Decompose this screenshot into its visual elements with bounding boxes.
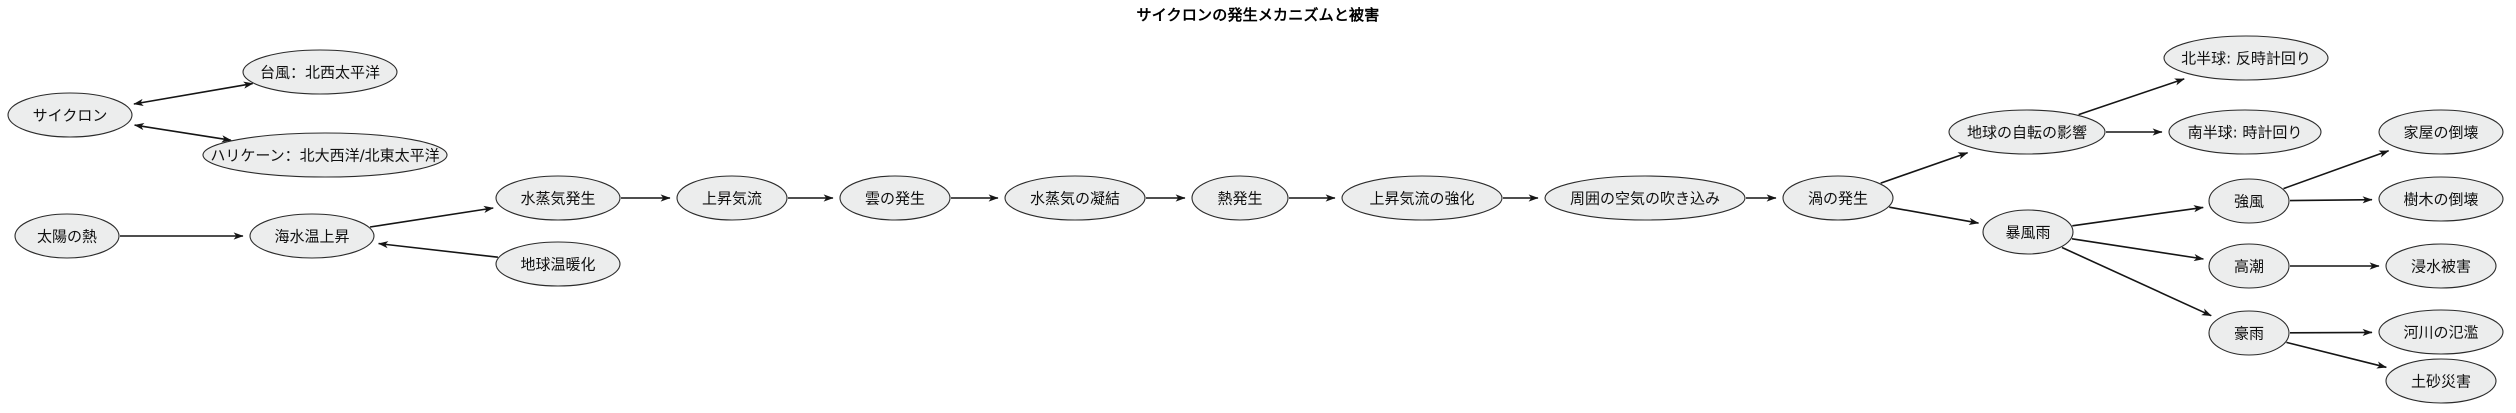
graph-node-updraft[interactable]: 上昇気流 — [676, 175, 788, 221]
graph-edge — [2061, 246, 2212, 317]
node-ellipse — [1982, 209, 2074, 255]
node-ellipse — [676, 175, 788, 221]
graph-node-sunheat[interactable]: 太陽の熱 — [14, 213, 120, 259]
graph-node-vortex[interactable]: 渦の発生 — [1782, 175, 1894, 221]
node-ellipse — [2208, 178, 2290, 224]
node-ellipse — [1004, 175, 1146, 221]
node-label: 雲の発生 — [865, 190, 925, 208]
graph-node-house[interactable]: 家屋の倒壊 — [2378, 109, 2504, 155]
graph-node-vapor[interactable]: 水蒸気発生 — [495, 175, 621, 221]
node-ellipse — [2378, 109, 2504, 155]
edge-layer — [120, 78, 2390, 369]
node-label: 浸水被害 — [2411, 258, 2471, 276]
node-ellipse — [1948, 109, 2106, 155]
graph-node-river[interactable]: 河川の氾濫 — [2378, 309, 2504, 355]
graph-node-inflow[interactable]: 周囲の空気の吹き込み — [1544, 175, 1746, 221]
node-label: 土砂災害 — [2411, 373, 2471, 391]
node-label: 水蒸気の凝結 — [1030, 190, 1120, 208]
node-label: 暴風雨 — [2005, 224, 2050, 242]
graph-node-flood[interactable]: 浸水被害 — [2385, 243, 2497, 289]
node-label: 周囲の空気の吹き込み — [1570, 190, 1720, 208]
graph-edge — [2071, 238, 2204, 262]
node-label: 渦の発生 — [1808, 190, 1868, 208]
node-label: 強風 — [2234, 193, 2264, 211]
node-ellipse — [14, 213, 120, 259]
node-ellipse — [7, 92, 133, 138]
node-label: ハリケーン：北大西洋/北東太平洋 — [210, 147, 439, 165]
node-ellipse — [202, 132, 448, 178]
node-label: 太陽の熱 — [37, 228, 97, 246]
node-ellipse — [2385, 358, 2497, 404]
node-ellipse — [495, 175, 621, 221]
graph-node-cloud[interactable]: 雲の発生 — [839, 175, 951, 221]
graph-node-south[interactable]: 南半球: 時計回り — [2168, 109, 2322, 155]
node-ellipse — [2378, 309, 2504, 355]
node-label: 豪雨 — [2234, 325, 2264, 343]
graph-node-heat[interactable]: 熱発生 — [1191, 175, 1289, 221]
node-label: 高潮 — [2234, 258, 2264, 276]
graph-node-typhoon[interactable]: 台風：北西太平洋 — [242, 49, 398, 95]
graph-node-condense[interactable]: 水蒸気の凝結 — [1004, 175, 1146, 221]
node-ellipse — [1782, 175, 1894, 221]
node-label: 河川の氾濫 — [2403, 324, 2478, 342]
graph-node-warming[interactable]: 地球温暖化 — [495, 241, 621, 287]
node-ellipse — [839, 175, 951, 221]
node-ellipse — [2385, 243, 2497, 289]
node-ellipse — [249, 213, 375, 259]
graph-node-surge[interactable]: 高潮 — [2208, 243, 2290, 289]
node-ellipse — [2168, 109, 2322, 155]
node-label: 海水温上昇 — [274, 228, 349, 246]
graph-edge — [133, 81, 254, 106]
node-ellipse — [242, 49, 398, 95]
graph-edge — [2072, 205, 2204, 227]
graph-node-rain[interactable]: 豪雨 — [2208, 310, 2290, 356]
graph-edge — [1889, 206, 1980, 225]
node-ellipse — [2163, 35, 2329, 81]
graph-node-tree[interactable]: 樹木の倒壊 — [2378, 176, 2504, 222]
graph-node-hurricane[interactable]: ハリケーン：北大西洋/北東太平洋 — [202, 132, 448, 178]
graph-node-storm[interactable]: 暴風雨 — [1982, 209, 2074, 255]
node-label: 水蒸気発生 — [520, 190, 595, 208]
page-title: サイクロンの発生メカニズムと被害 — [1136, 6, 1380, 24]
node-label: 熱発生 — [1217, 190, 1262, 208]
node-ellipse — [2208, 243, 2290, 289]
graph-node-sst[interactable]: 海水温上昇 — [249, 213, 375, 259]
node-label: 地球温暖化 — [520, 256, 595, 274]
graph-edge — [2283, 150, 2390, 190]
graph-node-wind[interactable]: 強風 — [2208, 178, 2290, 224]
node-label: 地球の自転の影響 — [1967, 124, 2087, 142]
node-ellipse — [2208, 310, 2290, 356]
node-ellipse — [1341, 175, 1503, 221]
graph-edge — [1880, 151, 1969, 184]
graph-edge — [369, 205, 494, 228]
graph-edge — [134, 123, 232, 143]
node-label: 台風：北西太平洋 — [260, 64, 380, 82]
node-label: サイクロン — [33, 107, 108, 125]
node-ellipse — [2378, 176, 2504, 222]
node-label: 樹木の倒壊 — [2403, 191, 2478, 209]
node-ellipse — [1191, 175, 1289, 221]
node-label: 家屋の倒壊 — [2403, 124, 2478, 142]
graph-node-rotation[interactable]: 地球の自転の影響 — [1948, 109, 2106, 155]
graph-node-north[interactable]: 北半球: 反時計回り — [2163, 35, 2329, 81]
node-label: 南半球: 時計回り — [2188, 124, 2303, 142]
node-label: 北半球: 反時計回り — [2181, 50, 2311, 68]
graph-edge — [2078, 78, 2185, 116]
graph-edge — [378, 241, 498, 258]
node-label: 上昇気流 — [702, 190, 762, 208]
node-ellipse — [495, 241, 621, 287]
graph-edge — [2289, 196, 2373, 204]
graph-node-cyclone[interactable]: サイクロン — [7, 92, 133, 138]
graph-node-updraft2[interactable]: 上昇気流の強化 — [1341, 175, 1503, 221]
graph-edge — [2286, 341, 2387, 369]
node-label: 上昇気流の強化 — [1369, 190, 1474, 208]
graph-node-landslide[interactable]: 土砂災害 — [2385, 358, 2497, 404]
node-ellipse — [1544, 175, 1746, 221]
